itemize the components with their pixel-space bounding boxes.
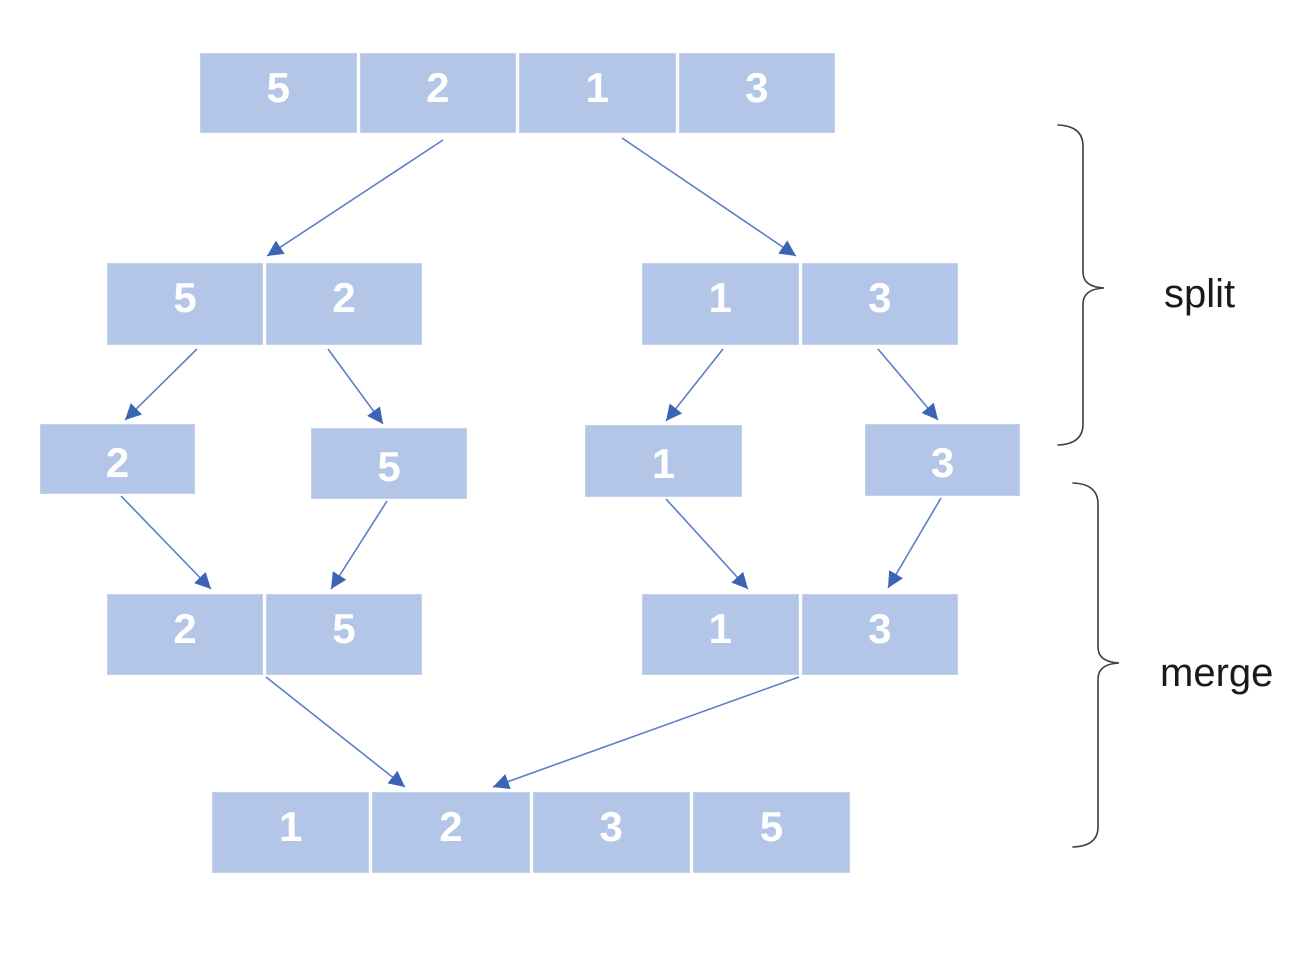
- arrow-leaf5-to-merged-left: [330, 500, 388, 590]
- array-cell: 3: [678, 53, 835, 133]
- arrow-leaf2-to-merged-left: [120, 495, 212, 590]
- array-cell: 3: [865, 424, 1020, 496]
- array-cell: 3: [801, 263, 958, 345]
- arrow-leaf1-to-merged-right: [665, 498, 749, 590]
- merge-label: merge: [1160, 651, 1274, 695]
- array-sorted: 1 2 3 5: [212, 792, 850, 873]
- array-leaf-2: 2: [40, 424, 195, 494]
- arrow-leftpair-to-leaf5: [327, 348, 384, 425]
- array-cell: 1: [212, 792, 370, 873]
- array-leaf-3: 3: [865, 424, 1020, 496]
- array-cell: 1: [519, 53, 676, 133]
- array-merged-left-pair: 2 5: [107, 594, 422, 675]
- arrow-root-to-right-pair: [621, 137, 797, 257]
- array-merged-right-pair: 1 3: [642, 594, 958, 675]
- split-brace: [1057, 124, 1105, 446]
- array-cell: 2: [107, 594, 263, 675]
- array-cell: 2: [40, 424, 195, 494]
- array-split-right-pair: 1 3: [642, 263, 958, 345]
- array-unsorted: 5 2 1 3: [200, 53, 835, 133]
- array-cell: 1: [585, 425, 742, 497]
- array-leaf-5: 5: [311, 428, 467, 499]
- array-cell: 3: [532, 792, 690, 873]
- arrow-leftpair-to-leaf2: [124, 348, 198, 421]
- arrow-leaf3-to-merged-right: [887, 497, 942, 589]
- array-leaf-1: 1: [585, 425, 742, 497]
- arrow-merged-left-to-sorted: [265, 676, 406, 788]
- array-cell: 5: [107, 263, 263, 345]
- split-label: split: [1164, 272, 1236, 316]
- array-cell: 2: [372, 792, 530, 873]
- array-cell: 1: [642, 594, 799, 675]
- arrow-root-to-left-pair: [266, 139, 444, 257]
- arrow-merged-right-to-sorted: [492, 676, 800, 790]
- array-cell: 5: [266, 594, 422, 675]
- array-cell: 2: [359, 53, 516, 133]
- array-split-left-pair: 5 2: [107, 263, 422, 345]
- array-cell: 5: [200, 53, 357, 133]
- array-cell: 1: [642, 263, 799, 345]
- array-cell: 2: [266, 263, 422, 345]
- array-cell: 5: [311, 428, 467, 499]
- merge-brace: [1072, 482, 1120, 848]
- array-cell: 5: [692, 792, 850, 873]
- arrow-rightpair-to-leaf1: [665, 348, 724, 422]
- arrow-rightpair-to-leaf3: [877, 348, 939, 421]
- array-cell: 3: [801, 594, 958, 675]
